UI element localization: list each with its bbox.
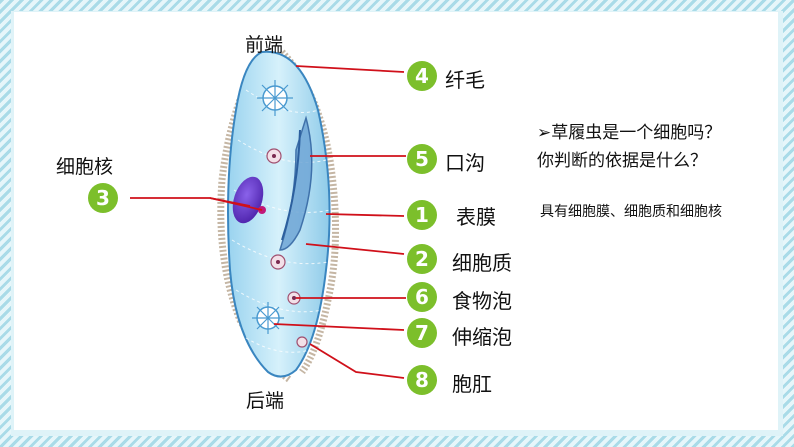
cytoplasm-label: 细胞质 xyxy=(452,251,512,275)
slide-card xyxy=(14,12,778,430)
contractile-vacuole-front xyxy=(257,80,293,116)
answer-text: 具有细胞膜、细胞质和细胞核 xyxy=(540,204,722,220)
question-line-1: ➢草履虫是一个细胞吗？ xyxy=(537,118,721,143)
cilia-label: 纤毛 xyxy=(445,68,485,92)
back-end-label: 后端 xyxy=(246,390,285,412)
contractile-vacuole-label: 伸缩泡 xyxy=(452,325,512,349)
nucleus-badge: 3 xyxy=(88,183,118,213)
pellicle-badge: 1 xyxy=(407,200,437,230)
cilia-badge: 4 xyxy=(407,61,437,91)
bullet-marker: ➢ xyxy=(537,123,552,143)
contractile-vacuole-badge: 7 xyxy=(407,318,437,348)
contractile-vacuole-back xyxy=(252,302,284,334)
nucleus-label: 细胞核 xyxy=(56,156,114,178)
oral-groove-label: 口沟 xyxy=(445,151,485,175)
food-vacuole-badge: 6 xyxy=(407,282,437,312)
anal-pore-label: 胞肛 xyxy=(452,372,492,396)
pellicle-label: 表膜 xyxy=(456,205,496,229)
leader-lines xyxy=(130,65,406,379)
question-text-1: 草履虫是一个细胞吗？ xyxy=(551,123,722,143)
cytoplasm-badge: 2 xyxy=(407,244,437,274)
anal-pore-badge: 8 xyxy=(407,365,437,395)
gullet-line xyxy=(281,129,301,241)
food-vacuole-label: 食物泡 xyxy=(452,289,512,313)
front-end-label: 前端 xyxy=(245,34,284,56)
pellicle-lines xyxy=(231,89,331,353)
question-line-2: 你判断的依据是什么？ xyxy=(537,151,707,171)
nucleus-shape xyxy=(232,176,264,224)
oral-groove-badge: 5 xyxy=(407,144,437,174)
